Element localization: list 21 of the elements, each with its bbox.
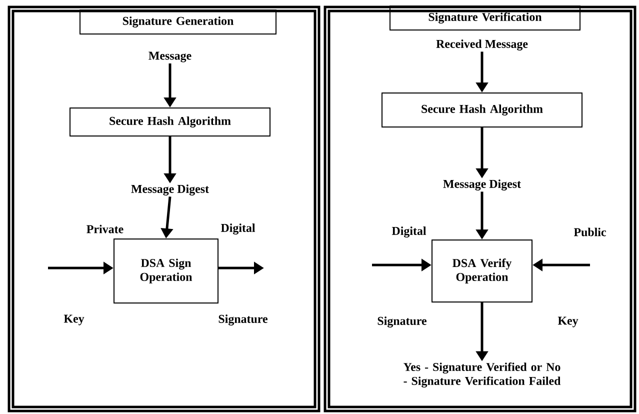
arrow-label: Private [86, 224, 124, 234]
panel-frame [324, 6, 636, 412]
flow-text: Message [148, 52, 192, 62]
flow-text: Message Digest [443, 180, 521, 190]
arrow-label: Public [574, 228, 606, 236]
title-box: Signature Generation [80, 10, 276, 34]
arrow-label: Signature [218, 314, 268, 326]
flow-text: Message Digest [131, 184, 209, 196]
process-box: DSA Verify Operation [432, 240, 532, 302]
panel-frame [8, 6, 320, 412]
process-box: Secure Hash Algorithm [382, 92, 582, 128]
arrow-label: Key [64, 314, 84, 326]
arrow-label: Key [558, 316, 578, 328]
arrow-label: Digital [392, 226, 426, 238]
arrow-label: Digital [220, 224, 256, 234]
arrow-label: Signature [378, 316, 426, 328]
title-box: Signature Verification [390, 6, 580, 30]
process-box: Secure Hash Algorithm [70, 108, 270, 136]
flow-text: Received Message [436, 40, 528, 50]
process-box: DSA Sign Operation [114, 238, 218, 304]
flow-text: Yes - Signature Verified or No - Signature Verification Failed [404, 362, 561, 388]
